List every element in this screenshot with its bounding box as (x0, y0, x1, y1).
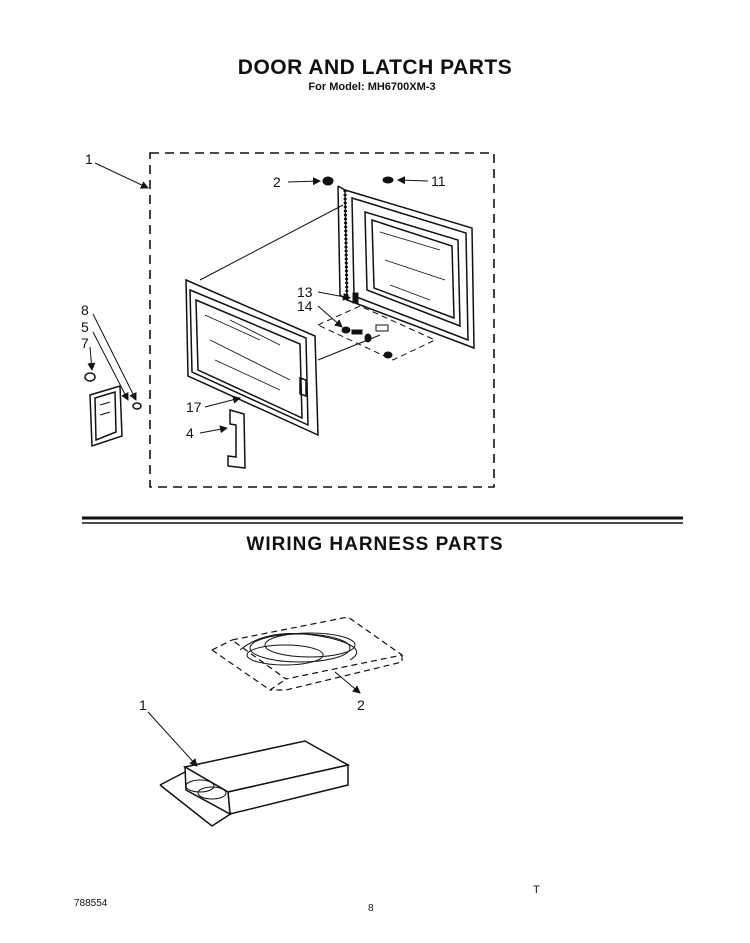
inner-door-frame (337, 185, 475, 350)
section-divider (82, 516, 683, 524)
door-latch-title: DOOR AND LATCH PARTS (237, 56, 513, 79)
callout-4: 4 (186, 425, 194, 441)
model-subtitle: For Model: MH6700XM-3 (308, 81, 436, 93)
callout-2: 2 (273, 174, 281, 190)
callout-11: 11 (431, 173, 446, 189)
wiring-callout-2: 2 (357, 697, 365, 713)
outer-door-panel (185, 278, 319, 437)
door-callout-leaders (87, 162, 429, 434)
callout-13: 13 (297, 284, 313, 300)
door-assembly-box (149, 152, 495, 488)
callout-14: 14 (297, 298, 313, 314)
hardware-group (316, 305, 437, 361)
leader-wiring-2 (334, 671, 361, 694)
hardware-screws (322, 176, 394, 359)
latch-hook (227, 409, 246, 469)
wiring-harness-title: WIRING HARNESS PARTS (246, 534, 504, 555)
wiring-harness-tray (211, 616, 404, 691)
wiring-harness-box (159, 740, 351, 827)
callout-5: 5 (81, 319, 89, 335)
document-number: 788554 (74, 898, 108, 909)
corner-mark: T (533, 884, 540, 896)
callout-8: 8 (81, 302, 89, 318)
callout-7: 7 (81, 335, 89, 351)
callout-17: 17 (186, 399, 202, 415)
page-number: 8 (368, 903, 374, 914)
wiring-callout-1: 1 (139, 697, 147, 713)
leader-wiring-1 (147, 711, 198, 767)
latch-assembly (84, 372, 142, 448)
callout-1: 1 (85, 151, 93, 167)
